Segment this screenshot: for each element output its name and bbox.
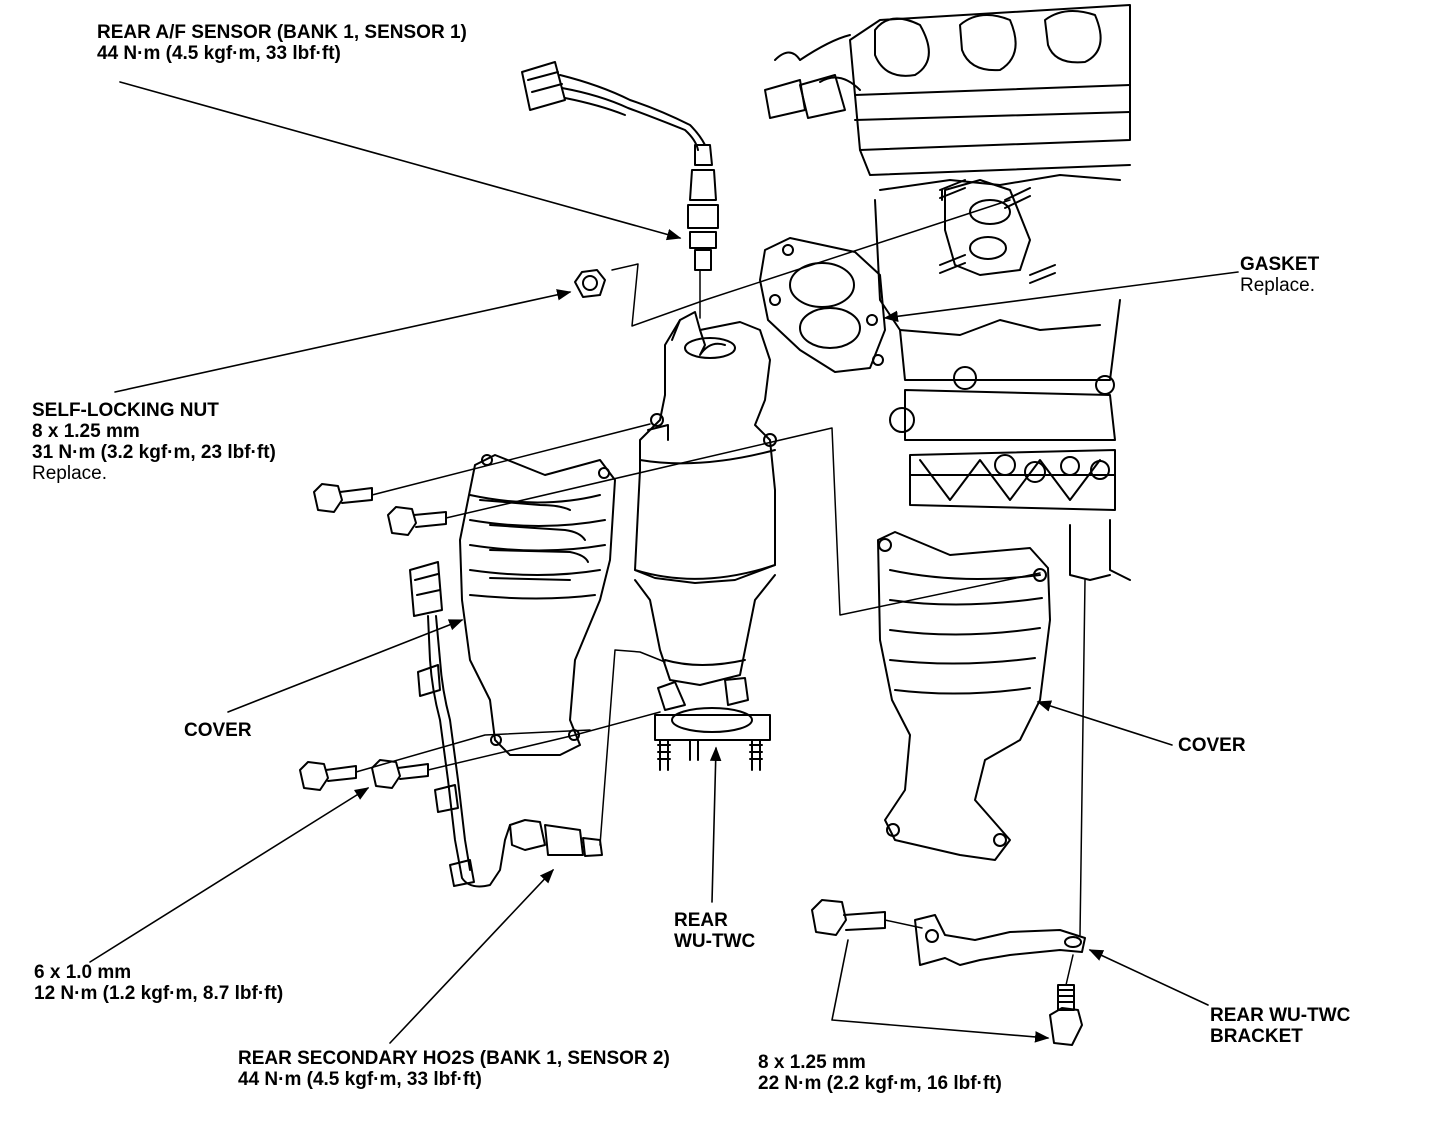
bolt-6mm-size: 6 x 1.0 mm <box>34 962 132 983</box>
label-rear-af-sensor: REAR A/F SENSOR (BANK 1, SENSOR 1) 44 N·… <box>97 22 467 64</box>
gasket-name: GASKET <box>1240 254 1320 275</box>
label-bracket-bolt: 8 x 1.25 mm 22 N·m (2.2 kgf·m, 16 lbf·ft… <box>758 1052 1002 1094</box>
bracket-line2: BRACKET <box>1210 1026 1303 1047</box>
self-locking-nut-note: Replace. <box>32 463 107 484</box>
rear-wu-twc-line2: WU-TWC <box>674 931 756 952</box>
left-cover-drawing <box>459 454 616 756</box>
alignment-lines <box>355 199 1086 986</box>
bracket-bolt-torque: 22 N·m (2.2 kgf·m, 16 lbf·ft) <box>758 1073 1002 1094</box>
rear-af-sensor-drawing <box>521 61 719 271</box>
label-cover-left: COVER <box>184 720 252 741</box>
bracket-line1: REAR WU-TWC <box>1210 1005 1351 1026</box>
bolt-6mm-torque: 12 N·m (1.2 kgf·m, 8.7 lbf·ft) <box>34 983 284 1004</box>
label-bolt-6mm: 6 x 1.0 mm 12 N·m (1.2 kgf·m, 8.7 lbf·ft… <box>34 962 283 1004</box>
leader-lines <box>89 81 1239 1044</box>
label-cover-right: COVER <box>1178 735 1246 756</box>
right-cover-drawing <box>877 531 1051 861</box>
rear-secondary-ho2s-drawing <box>409 561 603 888</box>
bracket-bolt-size: 8 x 1.25 mm <box>758 1052 866 1073</box>
rear-wu-twc-drawing <box>634 311 777 771</box>
self-locking-nut-torque: 31 N·m (3.2 kgf·m, 23 lbf·ft) <box>32 442 276 463</box>
self-locking-nut-size: 8 x 1.25 mm <box>32 421 140 442</box>
rear-secondary-ho2s-torque: 44 N·m (4.5 kgf·m, 33 lbf·ft) <box>238 1069 482 1090</box>
label-gasket: GASKET Replace. <box>1240 254 1319 296</box>
self-locking-nut-name: SELF-LOCKING NUT <box>32 400 219 421</box>
cover-left-name: COVER <box>184 720 252 741</box>
label-self-locking-nut: SELF-LOCKING NUT 8 x 1.25 mm 31 N·m (3.2… <box>32 400 276 484</box>
cover-right-name: COVER <box>1178 735 1246 756</box>
label-bracket: REAR WU-TWC BRACKET <box>1210 1005 1350 1047</box>
rear-wu-twc-bracket-drawing <box>914 914 1086 966</box>
rear-wu-twc-line1: REAR <box>674 910 728 931</box>
gasket-drawing <box>759 237 886 373</box>
label-rear-wu-twc: REAR WU-TWC <box>674 910 755 952</box>
rear-af-sensor-name: REAR A/F SENSOR (BANK 1, SENSOR 1) <box>97 22 467 43</box>
rear-af-sensor-torque: 44 N·m (4.5 kgf·m, 33 lbf·ft) <box>97 43 341 64</box>
engine-cylinder-head <box>764 4 1131 581</box>
gasket-note: Replace. <box>1240 275 1315 296</box>
rear-secondary-ho2s-name: REAR SECONDARY HO2S (BANK 1, SENSOR 2) <box>238 1048 670 1069</box>
label-rear-secondary-ho2s: REAR SECONDARY HO2S (BANK 1, SENSOR 2) 4… <box>238 1048 670 1090</box>
